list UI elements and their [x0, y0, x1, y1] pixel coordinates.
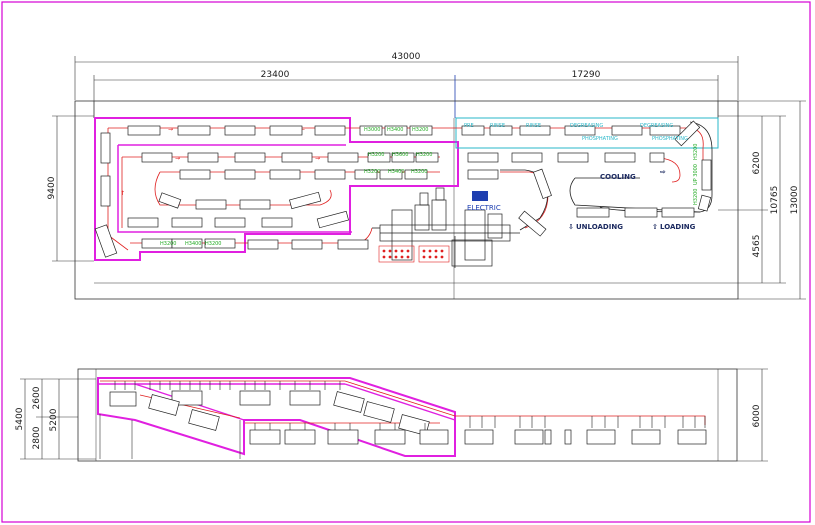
oven-label: H3400	[387, 127, 403, 133]
dim-elev-lower: 2800	[32, 426, 42, 449]
dim-plan-height: 9400	[47, 176, 57, 199]
dim-left-span: 23400	[261, 70, 290, 80]
electric-cabinet	[472, 191, 488, 201]
svg-text:↑: ↑	[120, 190, 125, 197]
oven-label: H3200	[160, 241, 176, 247]
burner-grid	[378, 245, 450, 263]
electric-label: ELECTRIC	[467, 204, 501, 212]
vertical-label: H3200	[693, 189, 699, 205]
dim-total-width: 43000	[392, 52, 421, 62]
loading-label: LOADING	[660, 223, 696, 231]
cooling-label: COOLING	[600, 173, 636, 181]
oven-label: H3200	[368, 152, 384, 158]
elevation-view: 5400 2600 2800 5200 6000	[15, 368, 768, 462]
oven-labels: H3000 H3400 H3200 H3200 H3600 H3200 H320…	[160, 127, 432, 247]
dim-right-upper: 6200	[752, 151, 762, 174]
pretreat-sublabel: PHOSPHATING	[652, 136, 688, 142]
vertical-label: UP 3000	[693, 164, 699, 185]
dim-right-middle: 10765	[770, 186, 780, 215]
dim-right-span: 17290	[572, 70, 601, 80]
machinery	[379, 187, 520, 268]
pretreat-label: DEGREASING	[640, 123, 673, 129]
workpieces	[94, 120, 712, 258]
svg-text:→: →	[315, 155, 320, 162]
hanger-ticks	[114, 381, 706, 430]
pretreatment-labels: PRE RINSE RINSE DEGREASING DEGREASING PH…	[464, 123, 688, 142]
pretreat-label: PRE	[464, 123, 474, 129]
loading-arrow: ⇧	[652, 223, 658, 231]
pretreat-label: RINSE	[490, 123, 505, 129]
dim-elev-inner: 5200	[49, 408, 59, 431]
oven-label: H3200	[205, 241, 221, 247]
plan-view: 43000 23400 17290 9400 6200 10765 4565 1…	[47, 52, 806, 300]
pretreat-label: DEGREASING	[570, 123, 603, 129]
oven-label: H3000	[364, 127, 380, 133]
oven-enclosure	[94, 117, 459, 261]
svg-text:←: ←	[300, 126, 305, 133]
unloading-label: UNLOADING	[576, 223, 623, 231]
dim-elev-right: 6000	[752, 404, 762, 427]
dim-right-total: 13000	[790, 185, 800, 214]
oven-label: H3200	[416, 152, 432, 158]
cooling-arrow: ⇨	[660, 168, 666, 176]
building-outline	[74, 100, 739, 300]
oven-label: H3200	[364, 169, 380, 175]
pretreatment-zone	[455, 117, 719, 149]
dim-elev-upper: 2600	[32, 386, 42, 409]
pretreat-label: RINSE	[526, 123, 541, 129]
vertical-labels: UP 3000 H3200 H3200	[693, 144, 699, 205]
elevation-outline	[77, 368, 738, 462]
dim-right-lower: 4565	[752, 235, 762, 258]
vertical-label: H3200	[693, 144, 699, 160]
elevation-workpieces	[109, 390, 707, 445]
svg-text:→: →	[168, 126, 173, 133]
oven-label: H3200	[411, 169, 427, 175]
dim-elev-outer: 5400	[15, 407, 25, 430]
oven-label: H3400	[185, 241, 201, 247]
unloading-arrow: ⇩	[568, 223, 574, 231]
pretreat-sublabel: PHOSPHATING	[582, 136, 618, 142]
oven-label: H3400	[388, 169, 404, 175]
oven-label: H3600	[392, 152, 408, 158]
elevation-oven	[97, 377, 456, 457]
svg-text:→: →	[175, 155, 180, 162]
oven-label: H3200	[412, 127, 428, 133]
